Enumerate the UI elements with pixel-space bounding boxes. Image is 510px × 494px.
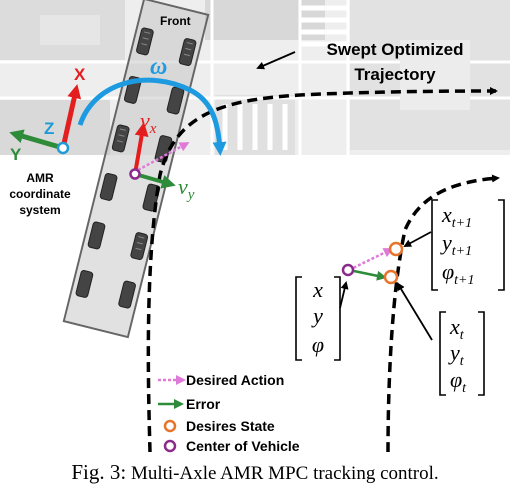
caption-label: Fig. 3: bbox=[71, 460, 127, 484]
state-t1-leader bbox=[403, 231, 432, 247]
state-t1-phi: φt+1 bbox=[442, 259, 475, 288]
frame-label-line1: AMR bbox=[26, 171, 54, 185]
desired-action-arrow bbox=[348, 248, 394, 272]
vehicle-desired-action-arrow bbox=[137, 142, 190, 172]
omega-arrow bbox=[77, 77, 227, 156]
state-phi: φ bbox=[312, 332, 324, 357]
legend-center-swatch bbox=[163, 439, 177, 453]
amr-mpc-diagram: Front Swept Optimized Trajectory ω X Y Z… bbox=[0, 0, 510, 454]
vx-arrow bbox=[133, 122, 149, 175]
frame-label-line3: system bbox=[19, 203, 60, 217]
current-state-leader bbox=[339, 281, 349, 309]
x-axis-label: X bbox=[74, 65, 86, 84]
state-t1-y: yt+1 bbox=[440, 230, 472, 259]
state-t-x: xt bbox=[449, 314, 465, 343]
caption-text: Multi-Axle AMR MPC tracking control. bbox=[130, 463, 439, 484]
error-arrow bbox=[348, 268, 387, 281]
z-axis-origin bbox=[56, 141, 70, 155]
figure-caption: Fig. 3: Multi-Axle AMR MPC tracking cont… bbox=[0, 460, 510, 485]
legend-desired-action-label: Desired Action bbox=[186, 372, 284, 388]
omega-label: ω bbox=[150, 54, 167, 80]
z-axis-label: Z bbox=[44, 119, 54, 138]
desired-state-t-point bbox=[383, 269, 399, 285]
state-t-leader bbox=[396, 282, 433, 341]
center-of-vehicle-point bbox=[341, 263, 355, 277]
state-t-phi: φt bbox=[450, 367, 467, 396]
vehicle-center-marker bbox=[129, 168, 141, 180]
front-label: Front bbox=[160, 14, 191, 28]
local-trajectory bbox=[386, 174, 500, 453]
legend-center-label: Center of Vehicle bbox=[186, 438, 300, 454]
legend-desired-state-swatch bbox=[163, 419, 177, 433]
legend: Desired Action Error Desires State Cente… bbox=[158, 372, 300, 454]
state-t1-x: xt+1 bbox=[441, 202, 472, 231]
y-axis-arrow bbox=[9, 129, 64, 151]
swept-trajectory bbox=[146, 87, 498, 453]
state-y: y bbox=[311, 303, 323, 328]
road-background bbox=[0, 0, 510, 155]
x-axis-arrow bbox=[60, 84, 82, 149]
swept-label-leader bbox=[256, 51, 296, 70]
legend-desired-state-label: Desires State bbox=[186, 418, 275, 434]
state-x: x bbox=[312, 277, 323, 302]
state-t-y: yt bbox=[448, 340, 465, 369]
current-state-vector: x y φ bbox=[295, 276, 341, 361]
legend-error-label: Error bbox=[186, 396, 221, 412]
swept-label-line1: Swept Optimized bbox=[327, 40, 464, 59]
desired-state-t1-point bbox=[388, 241, 404, 257]
vy-arrow bbox=[134, 172, 176, 189]
y-axis-label: Y bbox=[10, 145, 22, 164]
vx-label: vx bbox=[140, 108, 157, 137]
state-t1-vector: xt+1 yt+1 φt+1 bbox=[431, 199, 505, 291]
vy-label: vy bbox=[178, 174, 195, 203]
swept-label-line2: Trajectory bbox=[354, 65, 436, 84]
frame-label-line2: coordinate bbox=[9, 187, 71, 201]
state-t-vector: xt yt φt bbox=[439, 311, 485, 396]
